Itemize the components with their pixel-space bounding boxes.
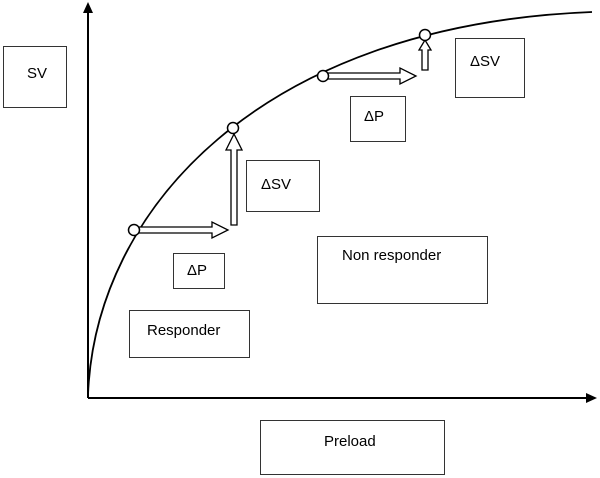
y-axis-arrowhead xyxy=(83,2,93,13)
y-axis-label: SV xyxy=(27,65,48,82)
delta-p-arrow-low xyxy=(135,220,230,240)
x-axis-arrowhead xyxy=(586,393,597,403)
delta-sv-label-low: ΔSV xyxy=(261,176,292,193)
curve-point-3 xyxy=(316,69,330,83)
delta-p-arrow-high xyxy=(326,66,418,86)
delta-sv-arrow-high xyxy=(417,38,433,71)
y-axis-label-box: SV xyxy=(3,46,67,108)
delta-sv-arrow-low xyxy=(224,132,244,226)
x-axis-label: Preload xyxy=(324,433,376,450)
delta-sv-box-high: ΔSV xyxy=(455,38,525,98)
curve-point-4 xyxy=(418,28,432,42)
delta-p-label-low: ΔP xyxy=(187,262,208,279)
curve-point-2 xyxy=(226,121,240,135)
delta-sv-box-low: ΔSV xyxy=(246,160,320,212)
starling-curve xyxy=(87,11,593,396)
delta-p-label-high: ΔP xyxy=(364,108,385,125)
delta-p-box-low: ΔP xyxy=(173,253,225,289)
non-responder-label: Non responder xyxy=(342,247,442,264)
x-axis-label-box: Preload xyxy=(260,420,445,475)
responder-label: Responder xyxy=(147,322,221,339)
responder-box: Responder xyxy=(129,310,250,358)
delta-sv-label-high: ΔSV xyxy=(470,53,501,70)
delta-p-box-high: ΔP xyxy=(350,96,406,142)
curve-point-1 xyxy=(127,223,141,237)
non-responder-box: Non responder xyxy=(317,236,488,304)
